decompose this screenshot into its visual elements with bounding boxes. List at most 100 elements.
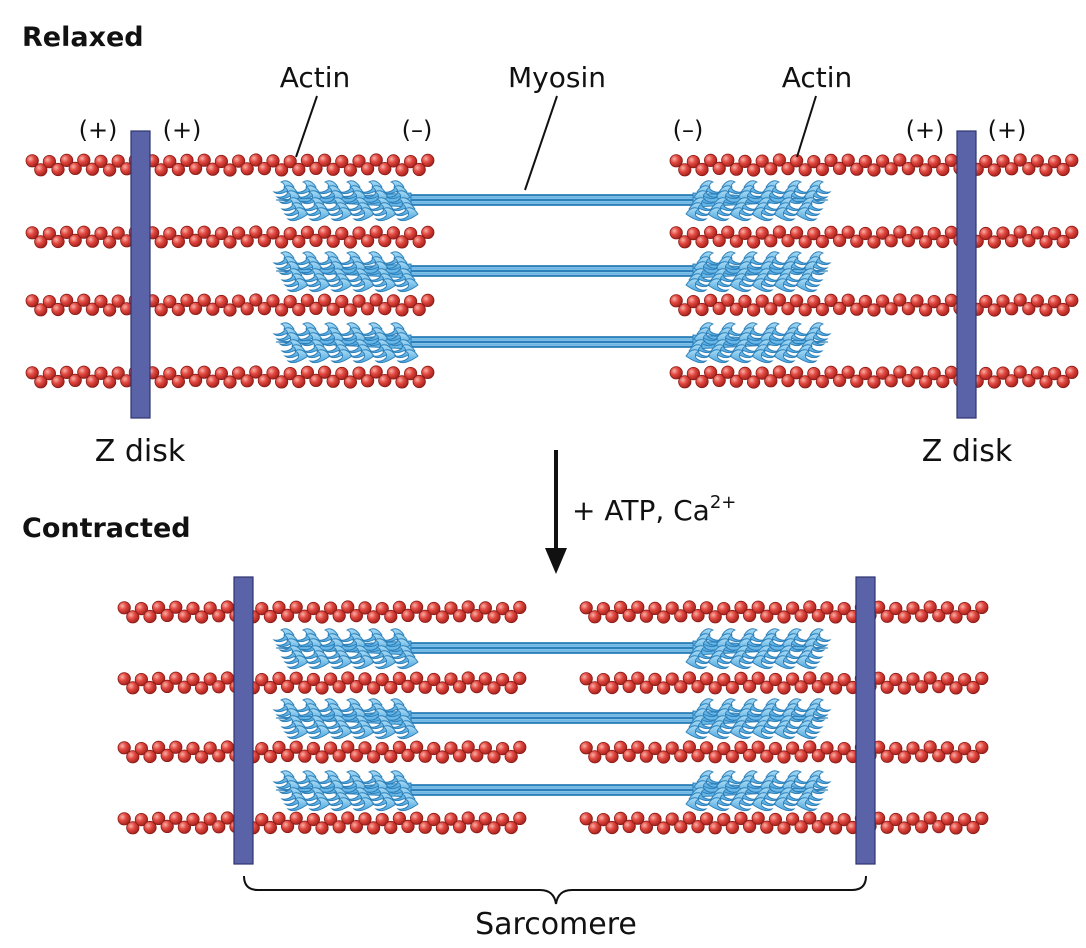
actin-monomer [1056,374,1070,389]
actin-monomer [160,679,174,694]
actin-monomer [884,302,898,316]
actin-monomer [579,741,593,755]
actin-monomer [111,154,125,168]
actin-monomer [34,375,48,389]
actin-monomer [721,293,735,307]
myosin-head [360,322,383,337]
myosin-head [757,787,780,802]
actin-monomer [85,162,100,176]
actin-monomer [703,365,718,379]
myosin-head [685,207,708,222]
myosin-head [740,703,763,718]
actin-monomer [257,373,271,388]
actin-monomer [785,812,800,826]
actin-monomer [478,601,492,615]
actin-monomer [369,225,383,239]
actin-monomer [77,153,91,167]
myosin-head [699,770,722,785]
actin-filament [117,811,527,835]
actin-monomer [789,226,804,240]
actin-monomer [169,740,183,754]
actin-monomer [631,671,645,685]
myosin-head [283,273,306,288]
myosin-head [330,655,353,670]
myosin-head [319,256,342,271]
actin-monomer [160,748,174,763]
actin-monomer [298,609,312,623]
actin-monomer [292,234,306,249]
actin-monomer [746,375,761,389]
actin-monomer [401,819,415,834]
actin-monomer [918,303,933,317]
myosin-head [735,197,758,212]
actin-monomer [966,680,980,695]
myosin-head [280,197,303,212]
myosin-head [280,339,303,354]
myosin-head [308,349,331,364]
actin-monomer [987,163,1002,177]
actin-filament [25,365,435,389]
actin-monomer [280,608,295,623]
actin-monomer [298,680,312,694]
myosin-head [784,633,807,648]
actin-monomer [755,226,769,240]
actin-monomer [378,301,392,316]
myosin-head [283,650,306,665]
actin-monomer [914,680,929,694]
actin-monomer [841,225,855,239]
actin-monomer [470,748,484,763]
actin-monomer [335,294,349,309]
actin-monomer [358,601,372,615]
myosin-head [740,327,763,342]
z-disk-label-right: Z disk [922,434,1013,469]
myosin-head [776,344,799,359]
actin-monomer [579,601,593,615]
myosin-head [390,268,413,283]
actin-monomer [927,227,941,241]
actin-monomer [648,812,662,827]
actin-monomer [708,750,722,764]
actin-monomer [596,672,611,687]
actin-monomer [203,812,217,826]
actin-monomer [326,234,340,248]
actin-monomer [263,609,277,624]
actin-monomer [789,294,804,308]
myosin-head [707,725,730,740]
actin-monomer [42,366,57,381]
actin-monomer [708,681,722,695]
actin-monomer [392,671,406,686]
actin-monomer [717,812,731,827]
myosin-head [382,770,405,785]
actin-monomer [470,679,484,694]
myosin-head [368,268,391,283]
actin-monomer [171,302,185,317]
actin-monomer [409,811,424,825]
myosin-head [319,633,342,648]
actin-monomer [126,821,140,835]
myosin-head [305,720,328,735]
actin-monomer [452,820,467,834]
actin-monomer [1004,302,1019,316]
myosin-head [352,278,375,293]
actin-monomer [588,821,602,835]
myosin-head [371,344,394,359]
actin-monomer [272,811,286,826]
actin-monomer [1022,162,1036,176]
actin-monomer [669,366,683,380]
actin-monomer [255,812,269,827]
actin-monomer [478,672,492,686]
actin-monomer [392,740,406,755]
actin-monomer [820,741,834,755]
actin-monomer [708,610,722,624]
actin-monomer [656,610,671,624]
actin-monomer [893,225,907,239]
myosin-head [363,327,386,342]
actin-monomer [360,374,375,388]
actin-monomer [875,154,890,168]
myosin-head [302,339,325,354]
actin-monomer [781,301,795,316]
actin-monomer [143,680,157,695]
myosin-head [363,256,386,271]
actin-monomer [897,750,912,764]
